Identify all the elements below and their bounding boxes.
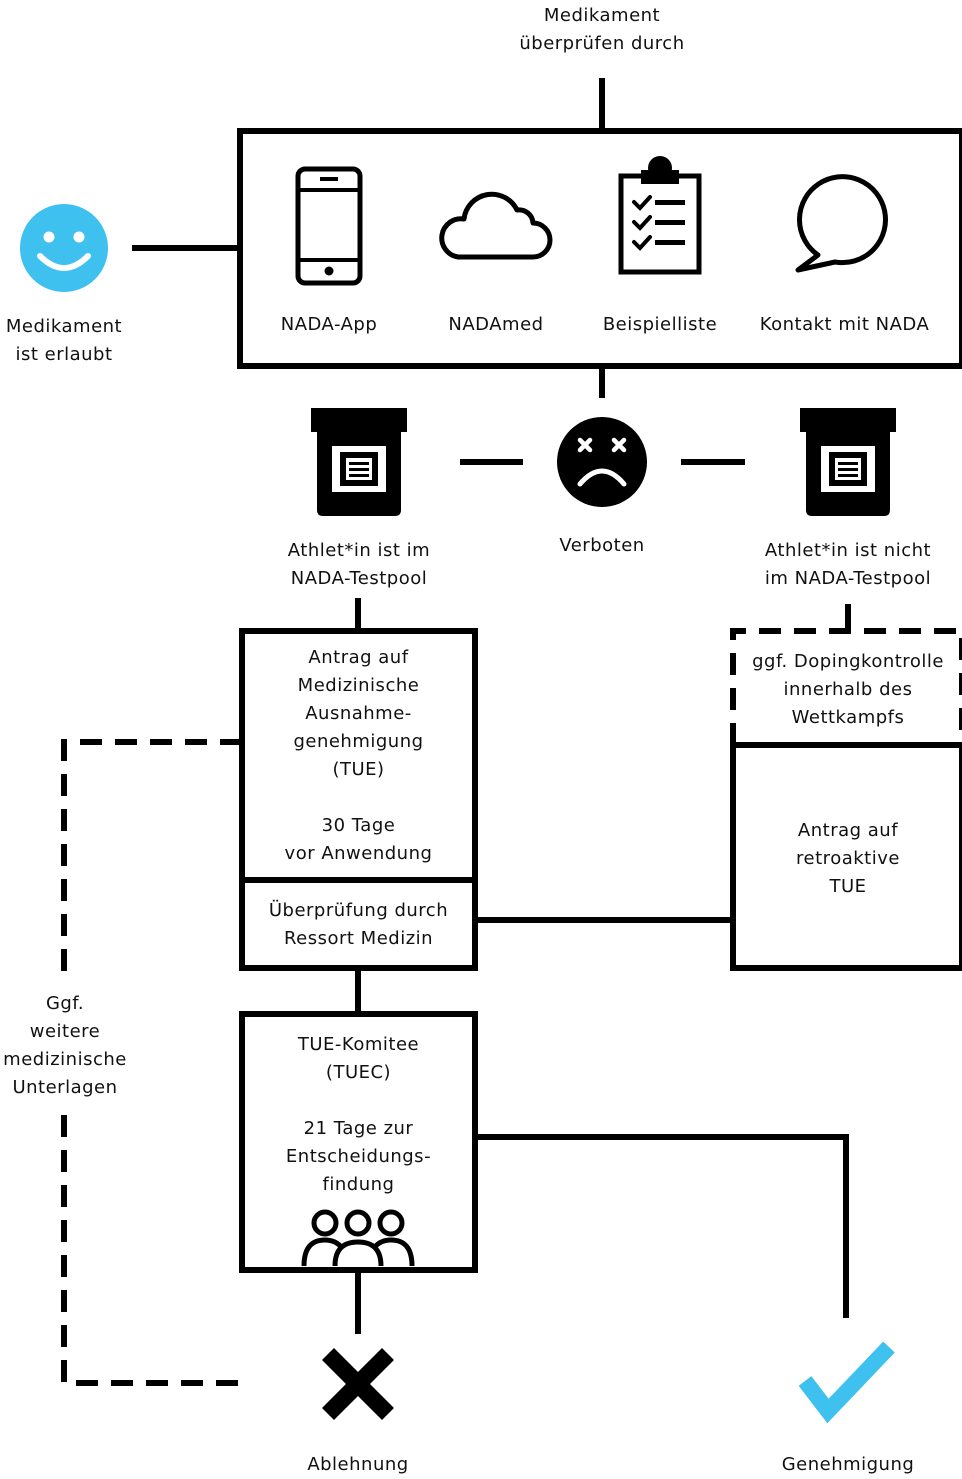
speech-bubble-icon [795,174,888,273]
sample-container-icon [311,408,407,516]
committee-box [239,1011,478,1273]
clipboard-checklist-icon [618,156,702,275]
smiley-icon [20,204,108,292]
committee-deadline: 21 Tage zur Entscheidungs- findung [285,1118,432,1195]
committee-title: TUE-Komitee (TUEC) [297,1034,420,1083]
dizzy-sad-face-icon [557,417,647,507]
dashed-feedback-line [61,1115,242,1386]
connector [475,1134,849,1318]
method-label-nadamed: NADAmed [448,314,544,335]
smartphone-icon [295,166,363,286]
rejection-label: Ablehnung [307,1454,409,1475]
pool-in-label: Athlet*in ist im NADA-Testpool [287,540,431,589]
tue-application-box [239,628,478,971]
method-label-example-list: Beispielliste [602,314,718,335]
sample-container-icon [800,408,896,516]
retro-application-label: Antrag auf retroaktive TUE [796,820,900,897]
method-label-nada-app: NADA-App [280,314,378,335]
method-label-contact: Kontakt mit NADA [759,314,930,335]
approval-label: Genehmigung [781,1454,915,1475]
tue-application-deadline: 30 Tage vor Anwendung [284,815,433,864]
people-group-icon [301,1209,415,1267]
dashed-feedback-line [61,739,242,975]
checkmark-icon [798,1341,895,1424]
tue-application-title: Antrag auf Medizinische Ausnahme- genehm… [293,647,424,780]
forbidden-label: Verboten [559,535,645,556]
review-label: Überprüfung durch Ressort Medizin [268,900,449,949]
allowed-label: Medikament ist erlaubt [5,316,123,365]
cloud-icon [439,191,553,260]
check-methods-box [237,128,962,369]
diagram-title: Medikament überprüfen durch [519,5,685,54]
further-documents-label: Ggf. weitere medizinische Unterlagen [3,993,127,1098]
x-mark-icon [321,1347,395,1421]
pool-out-label: Athlet*in ist nicht im NADA-Testpool [764,540,932,589]
doping-control-box [730,628,962,745]
doping-control-label: ggf. Dopingkontrolle innerhalb des Wettk… [752,651,944,728]
